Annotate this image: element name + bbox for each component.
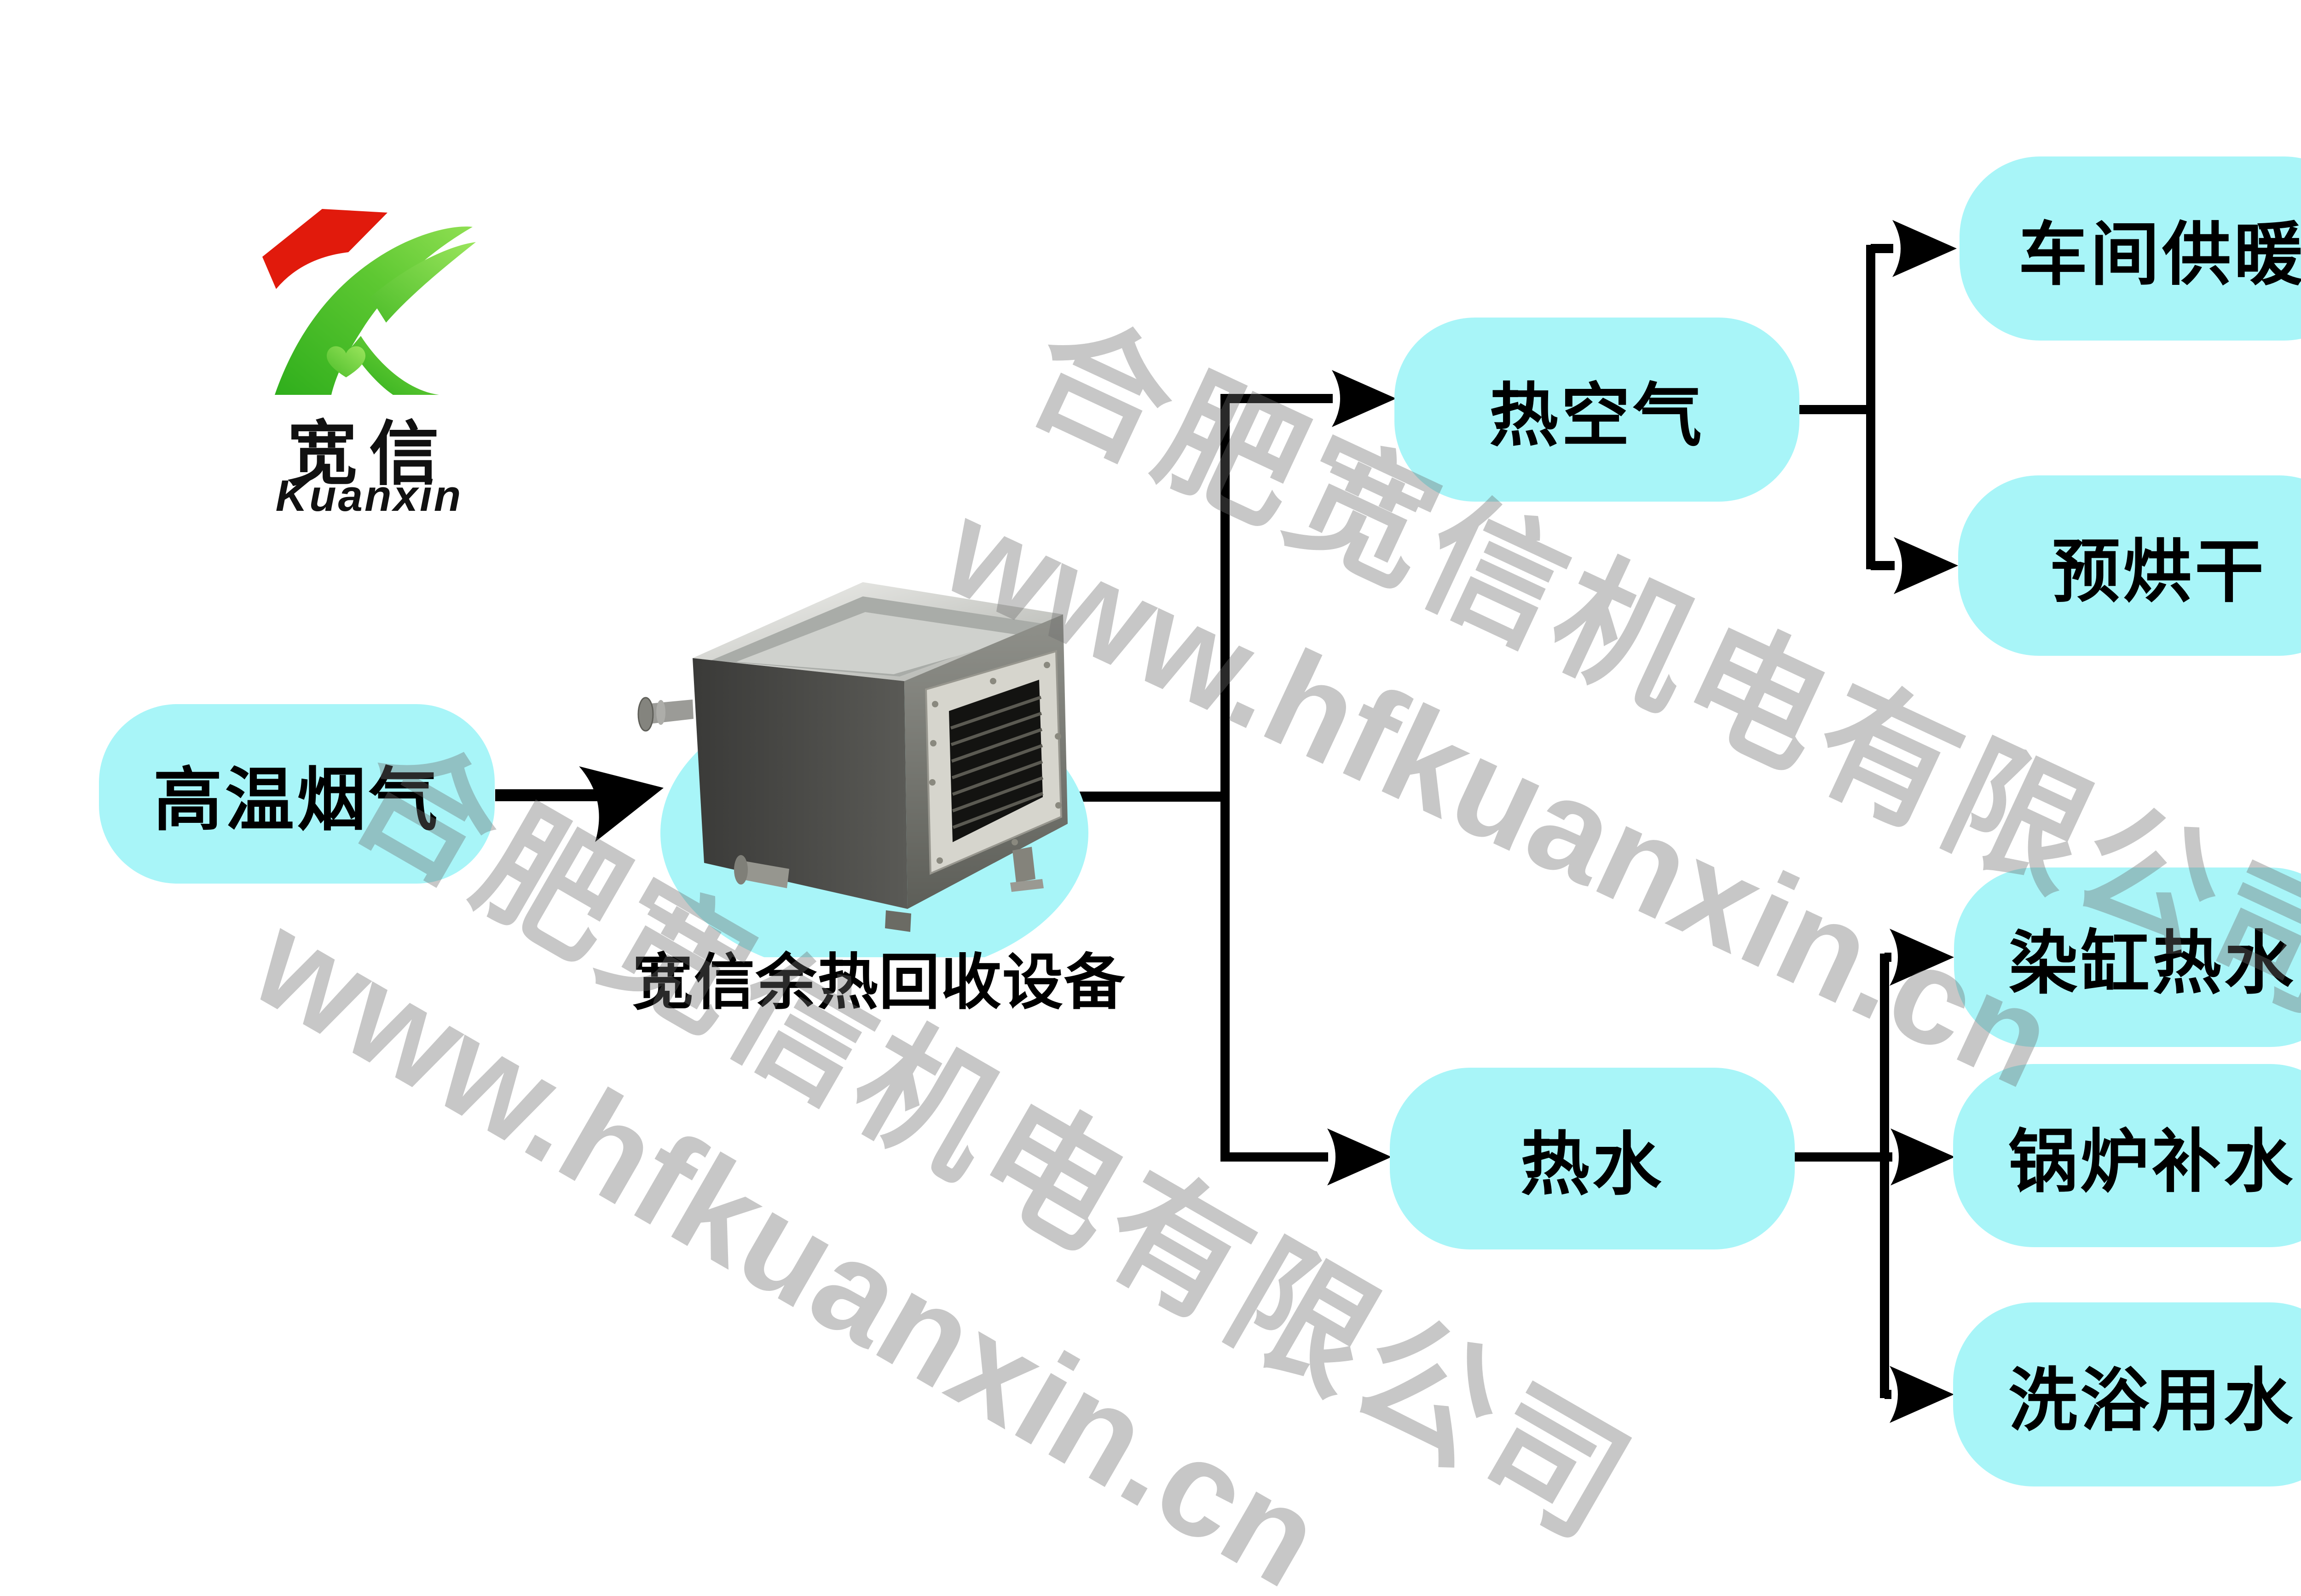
- node-bathing-water-label: 洗浴用水: [2008, 1363, 2295, 1440]
- arrowhead-into-hot-air-icon: [1332, 370, 1396, 427]
- node-hot-water-label: 热水: [1520, 1127, 1664, 1203]
- machine-inlet-hub: [656, 700, 665, 725]
- node-hot-water: 热水: [1390, 1068, 1795, 1249]
- arrowhead-into-bathing-icon: [1890, 1366, 1954, 1423]
- logo-green-right-leg: [351, 336, 439, 395]
- node-pre-drying-label: 预烘干: [2051, 534, 2266, 611]
- node-boiler-makeup-label: 锅炉补水: [2008, 1124, 2295, 1201]
- machine-foot-right: [1012, 847, 1035, 883]
- node-workshop-heating: 车间供暖: [1960, 156, 2301, 341]
- logo-latin-text: Kuanxin: [275, 471, 463, 520]
- arrowheads: [579, 220, 1958, 1423]
- logo-hanzi-text: 宽信: [287, 415, 451, 493]
- node-workshop-heating-label: 车间供暖: [2018, 217, 2301, 294]
- machine-foot-left: [885, 910, 911, 932]
- machine-flange-bolts: [929, 662, 1062, 864]
- machine-front-face: [693, 658, 908, 909]
- equipment-machine: [637, 582, 1068, 932]
- arrowhead-into-predry-icon: [1894, 537, 1958, 594]
- equipment-caption: 宽信余热回收设备: [632, 948, 1126, 1016]
- node-boiler-makeup: 锅炉补水: [1953, 1064, 2301, 1247]
- arrowhead-into-hot-water-icon: [1327, 1128, 1392, 1185]
- company-logo: 宽信 Kuanxin: [254, 202, 493, 520]
- logo-green-left-stroke: [275, 226, 473, 395]
- equipment-illustration: [637, 582, 1088, 957]
- machine-outlet-pipe: [740, 861, 789, 888]
- node-bathing-water: 洗浴用水: [1953, 1302, 2301, 1486]
- machine-inlet-pipe: [644, 700, 694, 724]
- node-pre-drying: 预烘干: [1958, 475, 2301, 656]
- machine-foot-pad: [1010, 879, 1044, 892]
- arrowhead-into-dyevat-icon: [1890, 929, 1954, 986]
- machine-top-inner: [736, 612, 1026, 674]
- machine-outlet-flange: [734, 855, 748, 885]
- machine-inlet-flange: [637, 697, 654, 732]
- node-hot-air-label: 热空气: [1489, 378, 1705, 455]
- logo-red-shape: [262, 209, 387, 289]
- node-source-label: 高温烟气: [153, 762, 440, 839]
- arrowhead-into-equipment-icon: [579, 766, 664, 842]
- node-source: 高温烟气: [99, 704, 495, 884]
- logo-green-upper-stroke: [370, 242, 476, 323]
- arrowhead-into-workshop-icon: [1892, 220, 1957, 277]
- node-dye-vat-water-label: 染缸热水: [2008, 925, 2296, 1002]
- node-hot-air: 热空气: [1394, 318, 1799, 502]
- machine-coils: [950, 695, 1044, 829]
- logo-heart-icon: [326, 346, 366, 377]
- node-dye-vat-water: 染缸热水: [1954, 867, 2301, 1047]
- arrowhead-into-boiler-icon: [1891, 1128, 1955, 1185]
- logo-k-mark-icon: [262, 209, 476, 395]
